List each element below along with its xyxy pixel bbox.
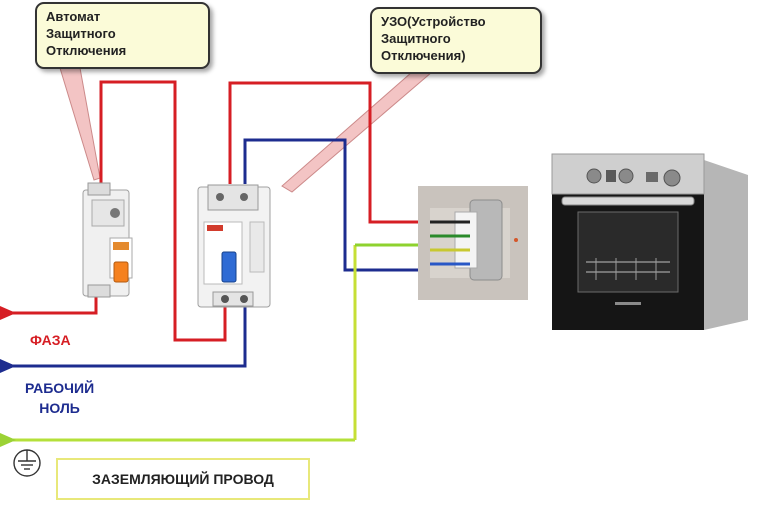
breaker-callout-line: Защитного [46,26,116,41]
circuit-breaker-icon [82,182,133,298]
wire-arrows [0,306,16,447]
rcd-device-icon [197,184,271,308]
neutral-label: РАБОЧИЙ НОЛЬ [25,378,94,418]
neutral-wire [0,138,430,368]
neutral-label-line2: НОЛЬ [39,400,80,416]
phase-label: ФАЗА [30,332,71,348]
rcd-callout-line: Отключения) [381,48,466,63]
phase-wire [0,80,430,342]
breaker-callout-line: Отключения [46,43,127,58]
ground-label-text: ЗАЗЕМЛЯЮЩИЙ ПРОВОД [92,471,274,487]
breaker-callout-line: Автомат [46,9,101,24]
oven-icon [551,153,748,330]
ground-wire-label: ЗАЗЕМЛЯЮЩИЙ ПРОВОД [56,458,310,500]
phase-label-text: ФАЗА [30,332,71,348]
rcd-callout: УЗО(Устройство Защитного Отключения) [370,7,542,74]
breaker-callout: Автомат Защитного Отключения [35,2,210,69]
terminal-block-icon [418,186,528,300]
rcd-callout-line: УЗО(Устройство [381,14,486,29]
ground-symbol-icon [13,449,41,477]
ground-wire [0,243,430,442]
rcd-callout-line: Защитного [381,31,451,46]
neutral-label-line1: РАБОЧИЙ [25,380,95,396]
